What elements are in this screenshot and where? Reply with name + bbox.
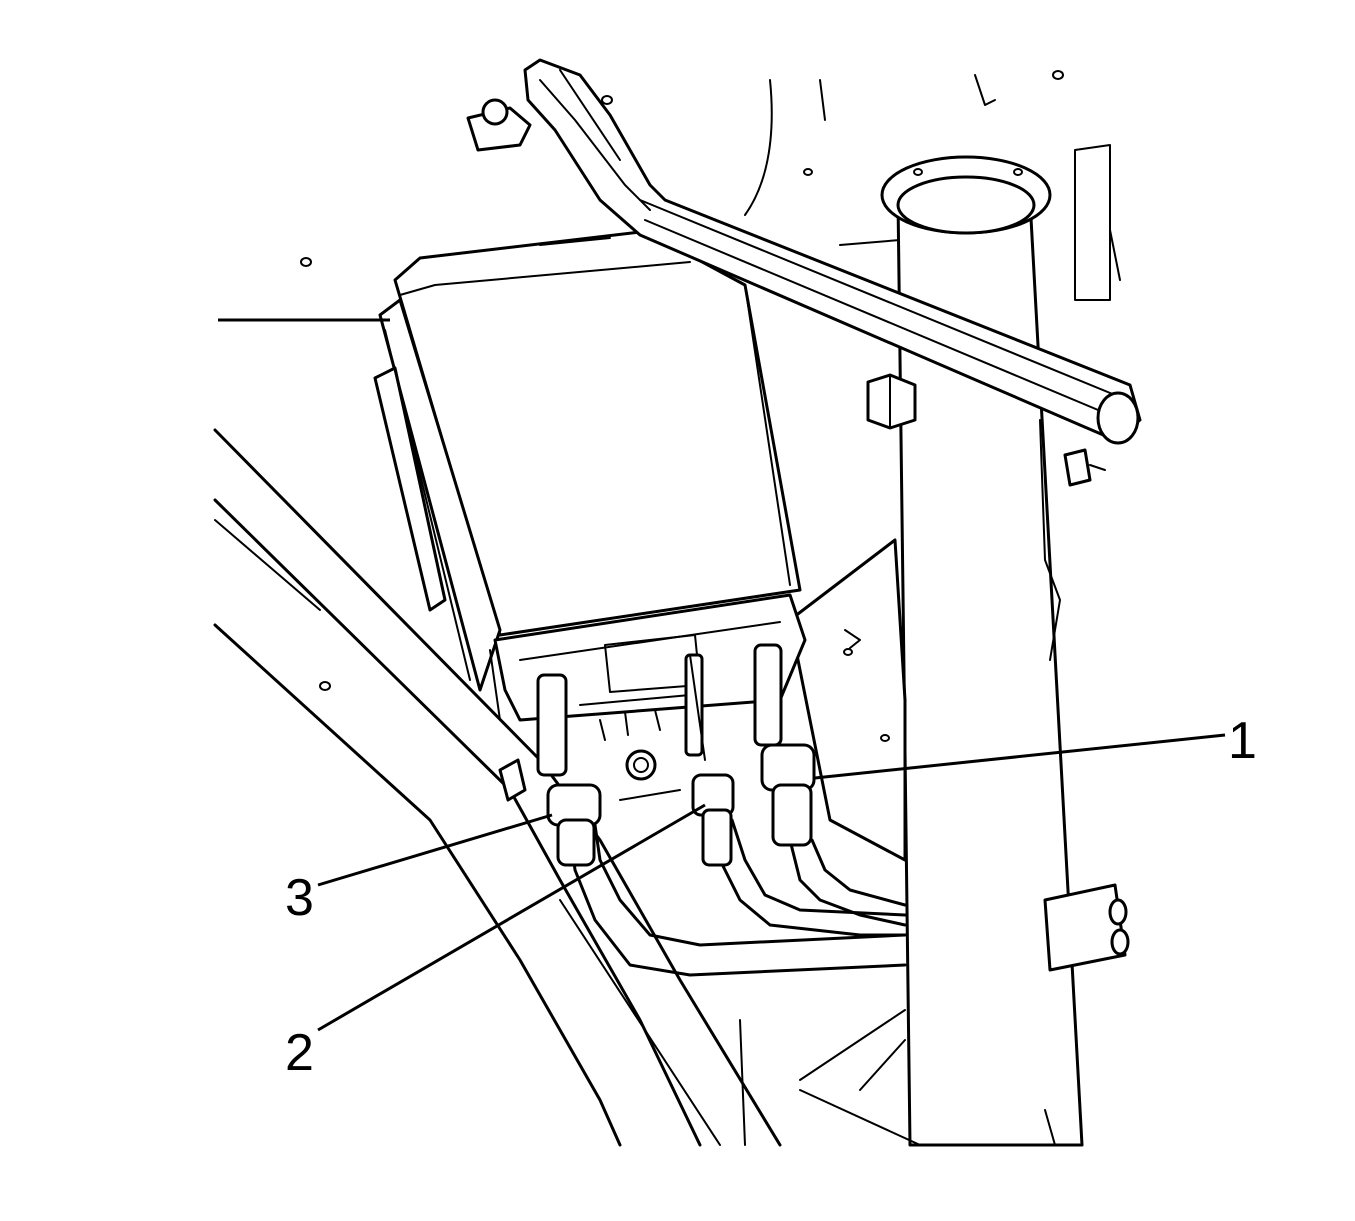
hose-clip-bundle (1043, 883, 1130, 972)
hose-1 (760, 743, 907, 927)
top-rail (523, 58, 1142, 445)
callout-3: 3 (285, 813, 553, 927)
hose-3 (546, 783, 907, 977)
lower-structure (739, 1009, 921, 1146)
callout-3-label: 3 (285, 869, 314, 927)
evap-canister (373, 230, 807, 802)
mounting-bracket (788, 538, 907, 862)
callout-2: 2 (285, 803, 706, 1082)
frame-crossmember (880, 155, 1084, 1147)
callout-1: 1 (814, 712, 1257, 780)
hose-2 (691, 773, 907, 937)
callout-2-label: 2 (285, 1024, 314, 1082)
bracket-bolt-upper (466, 95, 613, 152)
crossmember-nut (866, 373, 1106, 487)
frame-rail-left (213, 428, 782, 1147)
callout-1-label: 1 (1228, 712, 1257, 770)
